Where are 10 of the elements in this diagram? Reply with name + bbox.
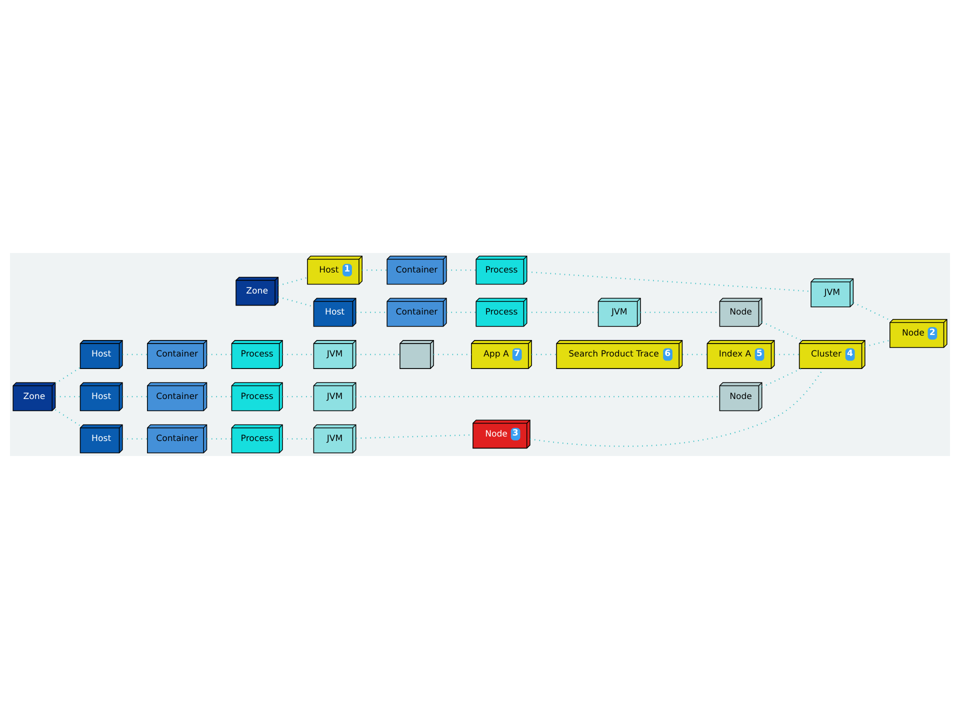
connector [853,302,890,321]
connector [55,367,80,384]
connector [278,276,308,286]
connector [55,409,80,426]
connector [864,340,890,348]
connector [526,271,811,292]
connector [762,321,802,341]
connector [530,368,824,447]
connector [762,368,802,388]
connector [278,296,314,308]
